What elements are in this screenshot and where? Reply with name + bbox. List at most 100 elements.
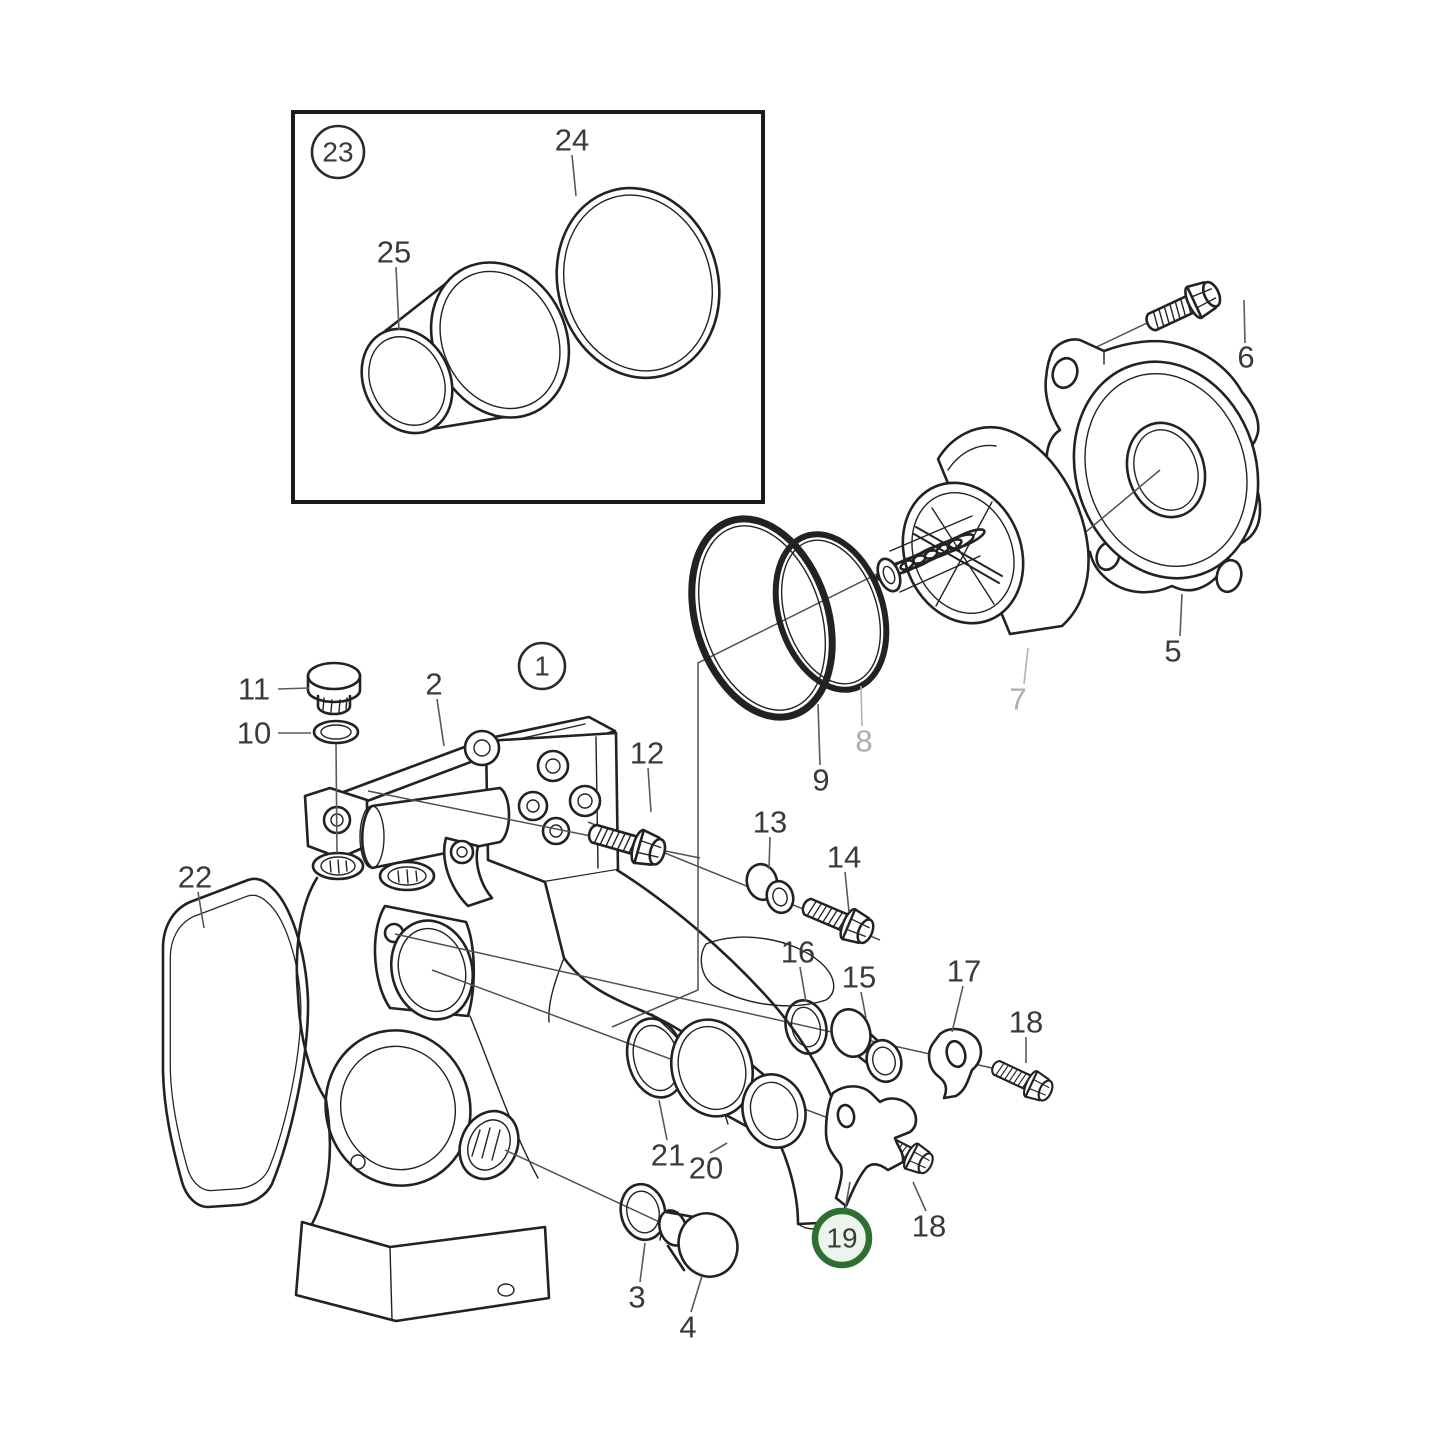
leader-line-c13 xyxy=(768,836,771,870)
callout-number: 24 xyxy=(555,123,589,158)
callout-3[interactable]: 3 xyxy=(628,1280,645,1315)
leader-line-c19 xyxy=(844,1181,851,1211)
callout-2[interactable]: 2 xyxy=(425,667,442,702)
callout-4[interactable]: 4 xyxy=(679,1310,696,1345)
part-6-bolt xyxy=(1139,274,1227,341)
leader-line-c25 xyxy=(395,266,400,331)
callout-13[interactable]: 13 xyxy=(753,805,787,840)
callout-number: 16 xyxy=(781,935,815,970)
leader-line-c11 xyxy=(277,687,310,690)
part-17-bracket xyxy=(927,1027,983,1100)
leader-line-c9 xyxy=(817,703,821,766)
callout-number: 21 xyxy=(651,1138,685,1173)
callout-number: 7 xyxy=(1009,682,1026,717)
part-4-plug xyxy=(658,1209,739,1278)
part-8-o-ring xyxy=(772,531,890,693)
part-20-connector xyxy=(669,1018,807,1149)
leader-line-c7 xyxy=(1023,647,1029,685)
callout-number: 5 xyxy=(1164,634,1181,669)
callout-22[interactable]: 22 xyxy=(178,860,212,895)
callout-number: 25 xyxy=(377,235,411,270)
leader-line-c17 xyxy=(951,985,964,1033)
callout-number: 4 xyxy=(679,1310,696,1345)
callout-number: 6 xyxy=(1237,340,1254,375)
callout-18-lower[interactable]: 18 xyxy=(912,1209,946,1244)
leader-line-c5 xyxy=(1179,593,1183,637)
callout-number: 8 xyxy=(855,724,872,759)
leader-line-c3 xyxy=(639,1242,646,1283)
part-16-o-ring xyxy=(784,999,828,1055)
callout-12[interactable]: 12 xyxy=(630,736,664,771)
callout-number: 11 xyxy=(238,672,270,707)
part-7-thermostat-insert xyxy=(875,425,1090,636)
part-25-thermostat-sleeve xyxy=(360,261,571,435)
part-18-bolt-upper xyxy=(986,1052,1058,1107)
leader-line-c18b xyxy=(912,1181,927,1212)
callout-8[interactable]: 8 xyxy=(855,724,872,759)
leader-line-c4 xyxy=(690,1275,703,1313)
callout-number: 3 xyxy=(628,1280,645,1315)
leader-line-c16 xyxy=(799,966,807,1003)
spring xyxy=(875,515,986,593)
callout-6[interactable]: 6 xyxy=(1237,340,1254,375)
leader-line-c24 xyxy=(571,154,577,197)
callout-24[interactable]: 24 xyxy=(555,123,589,158)
callout-number: 23 xyxy=(322,137,353,168)
callout-10[interactable]: 10 xyxy=(237,716,271,751)
callout-18[interactable]: 18 xyxy=(1009,1005,1043,1040)
highlight-ring[interactable] xyxy=(811,1207,873,1269)
callout-number: 14 xyxy=(827,840,861,875)
callout-number: 18 xyxy=(1009,1005,1043,1040)
callout-20[interactable]: 20 xyxy=(689,1151,723,1186)
callout-number: 12 xyxy=(630,736,664,771)
leader-line-c20 xyxy=(709,1142,728,1154)
callout-9[interactable]: 9 xyxy=(812,763,829,798)
callout-17[interactable]: 17 xyxy=(947,954,981,989)
callout-5[interactable]: 5 xyxy=(1164,634,1181,669)
callout-23[interactable]: 23 xyxy=(310,124,366,180)
callout-number: 1 xyxy=(534,651,550,682)
callout-circle[interactable] xyxy=(517,641,567,691)
part-1-2-thermostat-housing xyxy=(294,715,850,1323)
leader-line-c21 xyxy=(658,1099,668,1141)
leader-line-c15 xyxy=(860,991,867,1019)
callout-15[interactable]: 15 xyxy=(842,960,876,995)
callout-number: 9 xyxy=(812,763,829,798)
callout-number: 15 xyxy=(842,960,876,995)
part-10-o-ring xyxy=(312,719,360,854)
leader-line-c6 xyxy=(1243,299,1246,344)
callout-number: 18 xyxy=(912,1209,946,1244)
part-5-pump-cover xyxy=(989,338,1262,613)
leader-line-c22 xyxy=(197,891,205,929)
callout-number: 2 xyxy=(425,667,442,702)
callout-14[interactable]: 14 xyxy=(827,840,861,875)
part-15-bushing xyxy=(830,1008,903,1084)
callout-25[interactable]: 25 xyxy=(377,235,411,270)
callout-16[interactable]: 16 xyxy=(781,935,815,970)
callout-number: 10 xyxy=(237,716,271,751)
part-22-gasket xyxy=(161,877,310,1209)
callout-circle[interactable] xyxy=(310,124,366,180)
callout-number: 22 xyxy=(178,860,212,895)
callout-1[interactable]: 1 xyxy=(517,641,567,691)
callout-19[interactable]: 19 xyxy=(811,1207,873,1269)
callout-number: 20 xyxy=(689,1151,723,1186)
part-24-seal-ring xyxy=(555,186,721,380)
leader-line-c2 xyxy=(436,698,445,747)
inset-box-part-23-group xyxy=(291,110,765,504)
leader-line-c8 xyxy=(860,685,863,727)
callout-21[interactable]: 21 xyxy=(651,1138,685,1173)
callout-number: 19 xyxy=(826,1223,857,1254)
part-11-plug xyxy=(306,661,362,716)
leader-line-c12 xyxy=(647,767,652,813)
part-13-spacer xyxy=(745,862,795,915)
callout-number: 17 xyxy=(947,954,981,989)
callout-7[interactable]: 7 xyxy=(1009,682,1026,717)
leader-line-c14 xyxy=(844,871,850,913)
callout-number: 13 xyxy=(753,805,787,840)
part-3-washer xyxy=(619,1182,667,1242)
callout-11[interactable]: 11 xyxy=(238,672,270,707)
